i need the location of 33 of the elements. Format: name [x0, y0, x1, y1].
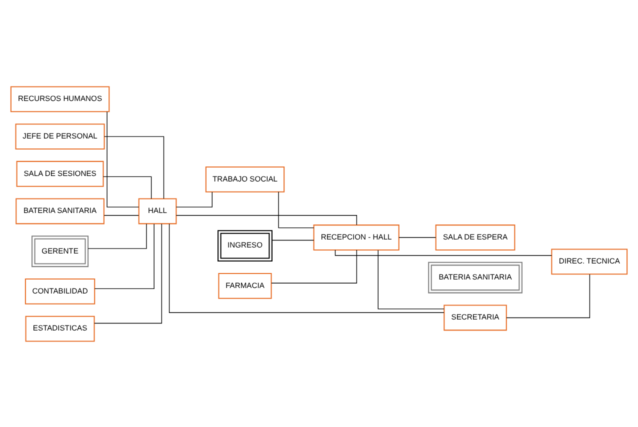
connector [94, 223, 154, 289]
connector [398, 236, 436, 238]
connector [176, 191, 212, 207]
node-box: DIREC. TECNICA [551, 248, 628, 274]
node-box: CONTABILIDAD [24, 278, 96, 304]
node-box: BATERIA SANITARIA [428, 261, 522, 293]
node-box: SALA DE ESPERA [435, 224, 516, 250]
node-box: RECEPCION - HALL [313, 224, 400, 250]
connector [168, 223, 444, 312]
node-box: SECRETARIA [444, 304, 507, 330]
connector [104, 214, 139, 216]
node-box: ESTADISTICAS [25, 315, 95, 342]
node-box: RECURSOS HUMANOS [10, 86, 110, 112]
connector [334, 249, 552, 256]
connector [378, 249, 444, 309]
node-box: HALL [138, 198, 177, 224]
connector [272, 239, 314, 240]
connector [271, 249, 358, 283]
connector [104, 136, 164, 198]
connector [94, 223, 162, 324]
node-box: INGRESO [218, 230, 272, 262]
node-box: TRABAJO SOCIAL [205, 166, 285, 192]
connector [278, 191, 314, 228]
connector [102, 176, 152, 199]
node-box: GERENTE [32, 235, 89, 267]
connector [106, 110, 140, 207]
connector [88, 223, 147, 248]
connector [506, 274, 590, 318]
node-box: SALA DE SESIONES [16, 160, 104, 186]
node-box: JEFE DE PERSONAL [15, 123, 105, 150]
node-box: FARMACIA [218, 272, 272, 298]
node-box: BATERIA SANITARIA [16, 198, 104, 224]
connector [176, 214, 358, 225]
